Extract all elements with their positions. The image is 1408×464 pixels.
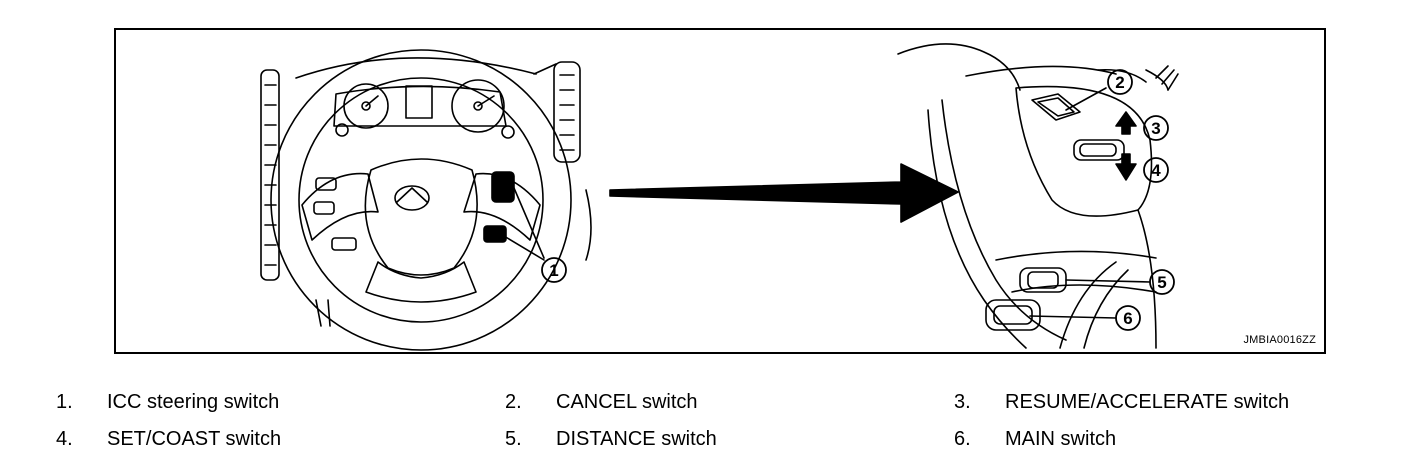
callout-6: 6 (1123, 309, 1132, 328)
diagram-frame: 1 2 3 4 5 6 JMBIA0016ZZ (114, 28, 1326, 354)
right-closeup-wheel (897, 43, 1179, 349)
callout-1: 1 (549, 261, 558, 280)
direction-arrow (609, 163, 959, 223)
callout-5: 5 (1157, 273, 1166, 292)
legend-number: 2. (505, 391, 522, 413)
legend-number: 1. (56, 391, 73, 413)
steering-wheel-illustration: 1 2 3 4 5 6 (260, 43, 1179, 351)
callout-4: 4 (1151, 161, 1161, 180)
instrument-cluster (333, 79, 515, 139)
legend-label: ICC steering switch (107, 391, 280, 413)
legend-number: 5. (505, 428, 522, 450)
closeup-switches (985, 87, 1151, 331)
callout-3: 3 (1151, 119, 1160, 138)
left-dashboard-background (260, 57, 592, 327)
legend-label: DISTANCE switch (556, 428, 717, 450)
legend-number: 4. (56, 428, 73, 450)
legend-label: MAIN switch (1005, 428, 1117, 450)
left-steering-wheel (270, 49, 572, 351)
figure-code: JMBIA0016ZZ (1243, 334, 1316, 346)
legend-label: SET/COAST switch (107, 428, 282, 450)
legend-number: 6. (954, 428, 971, 450)
callout-2: 2 (1115, 73, 1124, 92)
legend-label: CANCEL switch (556, 391, 698, 413)
callout-markers (541, 69, 1175, 331)
legend-number: 3. (954, 391, 971, 413)
legend-label: RESUME/ACCELERATE switch (1005, 391, 1290, 413)
